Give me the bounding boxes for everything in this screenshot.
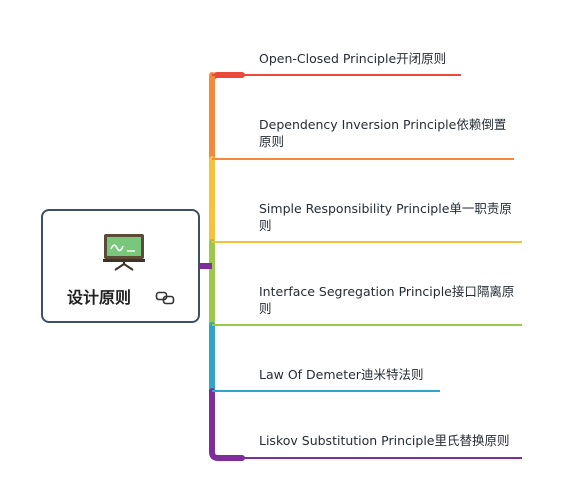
root-node[interactable]: 设计原则 [41, 209, 200, 323]
branch-label[interactable]: Dependency Inversion Principle依赖倒置原则 [259, 117, 507, 149]
branch-label[interactable]: Interface Segregation Principle接口隔离原则 [259, 284, 515, 316]
root-title: 设计原则 [67, 288, 132, 307]
branch-label[interactable]: Open-Closed Principle开闭原则 [259, 51, 447, 66]
branch-label[interactable]: Simple Responsibility Principle单一职责原则 [259, 201, 512, 233]
trunk-segment [209, 388, 245, 461]
chalkboard-icon [103, 234, 145, 271]
link-icon[interactable] [155, 290, 175, 306]
branch-label[interactable]: Law Of Demeter迪米特法则 [259, 367, 424, 382]
branch-label[interactable]: Liskov Substitution Principle里氏替换原则 [259, 433, 510, 448]
trunk-segment [209, 72, 245, 162]
